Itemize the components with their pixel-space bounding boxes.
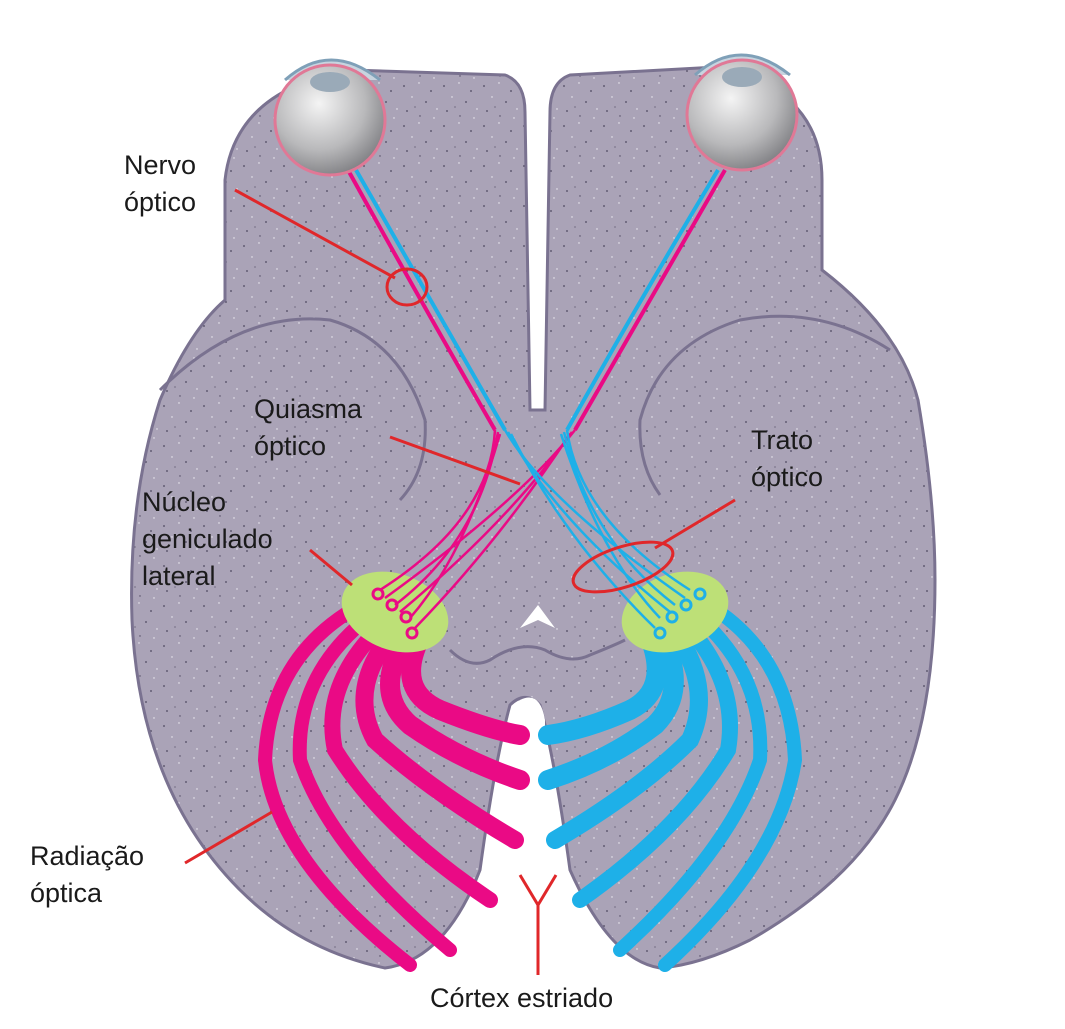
label-lateral-geniculate-line2: geniculado	[142, 521, 273, 558]
label-striate-cortex: Córtex estriado	[430, 980, 613, 1017]
label-optic-radiation-line1: Radiação	[30, 838, 144, 875]
label-optic-chiasm-line1: Quiasma	[254, 391, 362, 428]
label-optic-radiation: Radiação óptica	[30, 838, 144, 912]
label-optic-tract-line2: óptico	[751, 459, 823, 496]
label-optic-chiasm-line2: óptico	[254, 428, 362, 465]
label-lateral-geniculate-line1: Núcleo	[142, 484, 273, 521]
label-lateral-geniculate-line3: lateral	[142, 558, 273, 595]
label-optic-nerve-line1: Nervo	[124, 147, 196, 184]
label-optic-tract-line1: Trato	[751, 422, 823, 459]
label-optic-chiasm: Quiasma óptico	[254, 391, 362, 465]
label-optic-nerve-line2: óptico	[124, 184, 196, 221]
label-optic-radiation-line2: óptica	[30, 875, 144, 912]
right-eye	[687, 55, 797, 170]
label-optic-nerve: Nervo óptico	[124, 147, 196, 221]
label-striate-cortex-line1: Córtex estriado	[430, 980, 613, 1017]
label-lateral-geniculate: Núcleo geniculado lateral	[142, 484, 273, 595]
left-eye	[275, 60, 385, 175]
label-optic-tract: Trato óptico	[751, 422, 823, 496]
